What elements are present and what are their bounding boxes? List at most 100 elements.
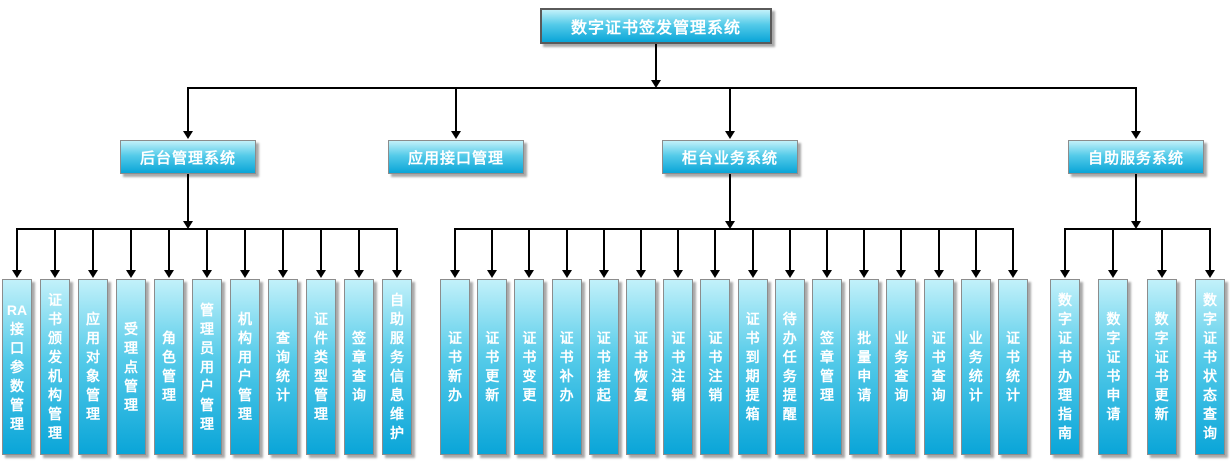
connector-line <box>187 88 189 131</box>
node-label-char: 计 <box>276 387 290 403</box>
leaf-node: 证书挂起 <box>588 279 619 455</box>
node-label-char: 护 <box>390 425 404 441</box>
node-label-char: 补 <box>559 368 574 384</box>
leaf-node: 批量申请 <box>849 279 880 455</box>
node-label-char: 量 <box>857 349 872 365</box>
node-label-char: 书 <box>48 311 62 327</box>
leaf-node: 机构用户管理 <box>230 279 260 455</box>
node-label-char: 理 <box>820 387 834 403</box>
node-label-char: 接 <box>10 320 24 337</box>
node-label-char: 书 <box>448 349 462 365</box>
arrow-down-icon <box>747 270 758 278</box>
arrow-down-icon <box>651 80 661 88</box>
leaf-node: 受理点管理 <box>116 279 146 455</box>
branch-node-label: 柜台业务系统 <box>681 149 778 167</box>
node-label-char: 书 <box>522 349 537 365</box>
connector-line <box>244 229 246 270</box>
connector-line <box>206 229 208 270</box>
connector-line <box>454 228 1014 230</box>
connector-line <box>602 229 605 270</box>
connector-line <box>1208 229 1211 270</box>
node-label-char: 构 <box>238 330 252 346</box>
node-label-char: 变 <box>522 368 537 384</box>
arrow-down-icon <box>933 270 944 278</box>
node-label-char: 新 <box>1154 406 1169 422</box>
node-label-char: 证 <box>708 330 723 346</box>
node-label-char: 管 <box>200 301 214 318</box>
node-label-char: 类 <box>314 349 328 365</box>
node-label-char: 到 <box>745 349 760 365</box>
node-label-char: 字 <box>1154 330 1169 346</box>
node-label-char: 理 <box>1058 387 1072 403</box>
node-label-char: 计 <box>1006 387 1020 403</box>
node-label-char: 证 <box>522 330 537 346</box>
node-label-char: 复 <box>634 387 648 403</box>
node-label-char: 证 <box>314 311 328 327</box>
arrow-down-icon <box>822 270 832 278</box>
connector-line <box>54 229 56 270</box>
connector-line <box>751 229 754 270</box>
connector-line <box>640 229 642 270</box>
node-label-char: 统 <box>276 368 290 384</box>
node-label-char: 批 <box>857 330 872 346</box>
arrow-down-icon <box>896 270 907 278</box>
node-label-char: 证 <box>448 330 462 346</box>
connector-line <box>320 229 322 270</box>
arrow-down-icon <box>859 270 870 278</box>
leaf-node: 自助服务信息维护 <box>382 279 412 455</box>
leaf-node: 证书变更 <box>514 279 545 455</box>
node-label-char: 数 <box>10 377 24 394</box>
branch-node: 柜台业务系统 <box>662 140 798 174</box>
node-label-char: 管 <box>86 387 100 403</box>
node-label-char: 证 <box>559 330 574 346</box>
node-label-char: 管 <box>200 396 214 413</box>
connector-line <box>491 229 494 270</box>
node-label-char: 箱 <box>745 406 760 422</box>
connector-line <box>655 44 657 80</box>
node-label-char: 证 <box>1006 330 1020 346</box>
node-label-char: 理 <box>86 406 100 422</box>
node-label-char: 理 <box>162 387 176 403</box>
node-label-char: 查 <box>1202 406 1217 422</box>
node-label-char: 书 <box>1154 368 1169 384</box>
arrow-down-icon <box>784 270 795 278</box>
node-label-char: 证 <box>596 330 611 346</box>
node-label-char: 字 <box>1106 330 1121 346</box>
node-label-char: 指 <box>1058 406 1072 422</box>
node-label-char: 户 <box>200 377 214 394</box>
connector-line <box>528 229 531 270</box>
node-label-char: 字 <box>1202 311 1217 327</box>
node-label-char: 参 <box>10 358 24 375</box>
node-label-char: 证 <box>1154 349 1169 365</box>
branch-node-label: 后台管理系统 <box>139 149 236 167</box>
branch-node: 自助服务系统 <box>1068 140 1204 174</box>
node-label-char: 询 <box>894 387 909 403</box>
node-label-char: 查 <box>931 368 946 384</box>
node-label-char: 计 <box>968 387 983 403</box>
node-label-char: 数 <box>1154 311 1169 327</box>
node-label-char: 管 <box>238 387 252 403</box>
arrow-down-icon <box>561 270 572 278</box>
connector-line <box>863 229 866 270</box>
arrow-down-icon <box>1156 270 1167 278</box>
node-label-char: 证 <box>671 330 686 346</box>
node-label-char: 助 <box>390 311 404 327</box>
arrow-down-icon <box>1204 270 1215 278</box>
node-label-char: 书 <box>634 349 648 365</box>
node-label-char: 证 <box>931 330 946 346</box>
node-label-char: 新 <box>448 368 462 384</box>
arrow-down-icon <box>1131 221 1141 229</box>
node-label-char: 待 <box>782 311 797 327</box>
node-label-char: 申 <box>1106 387 1121 403</box>
node-label-char: 户 <box>238 368 252 384</box>
connector-line <box>677 229 680 270</box>
leaf-node: 签章查询 <box>344 279 374 455</box>
connector-line <box>168 229 170 270</box>
arrow-down-icon <box>636 270 646 278</box>
node-label-char: 理 <box>124 396 138 413</box>
leaf-node: 数字证书更新 <box>1146 279 1177 455</box>
node-label-char: 理 <box>48 425 62 441</box>
node-label-char: 态 <box>1202 387 1217 403</box>
arrow-down-icon <box>450 270 460 278</box>
root-node: 数字证书签发管理系统 <box>540 8 772 44</box>
